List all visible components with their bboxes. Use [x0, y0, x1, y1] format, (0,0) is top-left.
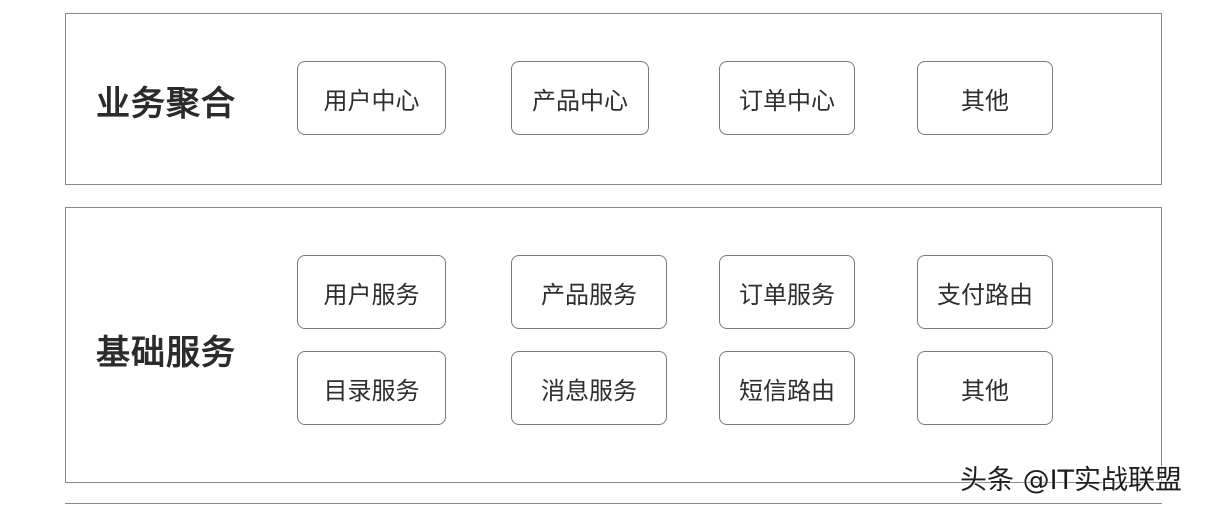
module-box: 订单服务	[719, 255, 855, 329]
next-layer-border	[65, 503, 1162, 504]
module-box: 目录服务	[297, 351, 446, 425]
module-box: 产品服务	[511, 255, 667, 329]
base-services-layer: 基础服务 用户服务 产品服务 订单服务 支付路由 目录服务 消息服务 短信路由 …	[65, 207, 1162, 483]
module-box: 消息服务	[511, 351, 667, 425]
module-box: 支付路由	[917, 255, 1053, 329]
module-box: 短信路由	[719, 351, 855, 425]
module-box: 其他	[917, 351, 1053, 425]
module-box: 订单中心	[719, 61, 855, 135]
source-watermark: 头条 @IT实战联盟	[960, 465, 1183, 496]
module-box: 用户服务	[297, 255, 446, 329]
module-box: 用户中心	[297, 61, 446, 135]
layer-title: 基础服务	[96, 333, 236, 373]
business-aggregation-layer: 业务聚合 用户中心 产品中心 订单中心 其他	[65, 13, 1162, 185]
module-box: 其他	[917, 61, 1053, 135]
layer-title: 业务聚合	[96, 84, 236, 124]
module-box: 产品中心	[511, 61, 649, 135]
